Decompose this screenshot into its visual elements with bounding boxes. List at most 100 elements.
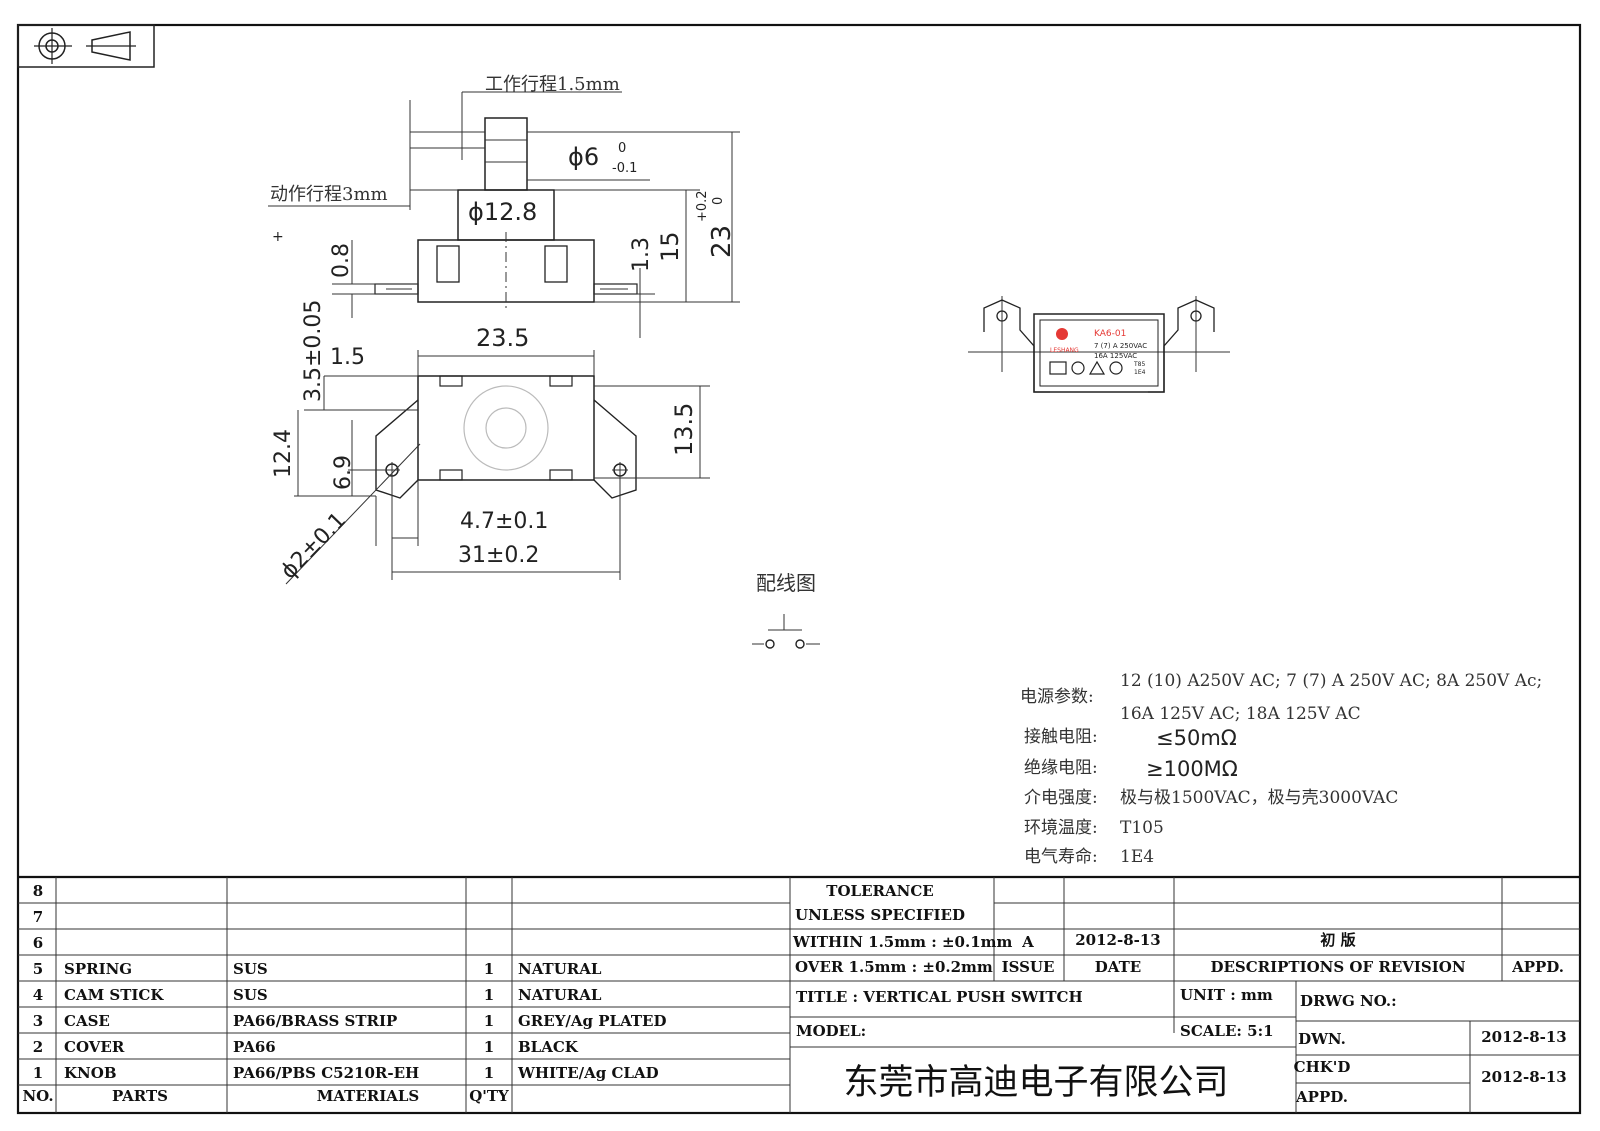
dim-23-5: 23.5 bbox=[476, 324, 529, 352]
projection-symbol-icon bbox=[17, 24, 155, 68]
bom-cell-part: SPRING bbox=[64, 960, 132, 978]
bom-cell-finish: WHITE/Ag CLAD bbox=[517, 1064, 659, 1082]
label-model: KA6-01 bbox=[1094, 329, 1126, 339]
bom-cell-no: 3 bbox=[33, 1012, 43, 1030]
bom-cell-no: 5 bbox=[33, 960, 43, 978]
model-label: MODEL: bbox=[796, 1022, 866, 1040]
bom-header-parts: PARTS bbox=[112, 1087, 168, 1105]
tolerance-subtitle: UNLESS SPECIFIED bbox=[795, 906, 965, 924]
dim-12-4: 12.4 bbox=[271, 429, 296, 478]
sheet-border bbox=[16, 23, 1582, 1115]
label-rating1: 7 (7) A 250VAC bbox=[1094, 342, 1147, 350]
bom-row: 6 bbox=[33, 934, 43, 952]
label-rating4: 1E4 bbox=[1134, 369, 1146, 376]
dim-phi6-tol-up: 0 bbox=[618, 141, 626, 156]
tolerance-within: WITHIN 1.5mm : ±0.1mm bbox=[792, 933, 1013, 951]
bom-cell-finish: BLACK bbox=[518, 1038, 579, 1056]
bom-cell-qty: 1 bbox=[484, 1064, 494, 1082]
specifications: 电源参数: 12 (10) A250V AC; 7 (7) A 250V AC;… bbox=[1020, 671, 1542, 867]
bom-cell-material: PA66/BRASS STRIP bbox=[233, 1012, 397, 1030]
dim-23-tol-up: +0.2 bbox=[695, 190, 710, 222]
checked-date: 2012-8-13 bbox=[1481, 1068, 1567, 1086]
bom-cell-qty: 1 bbox=[484, 986, 494, 1004]
bom-row: 5 SPRING SUS 1 NATURAL bbox=[33, 960, 602, 978]
drawing-title: TITLE : VERTICAL PUSH SWITCH bbox=[796, 988, 1083, 1006]
bom-cell-material: PA66 bbox=[233, 1038, 276, 1056]
bom-cell-finish: NATURAL bbox=[518, 960, 602, 978]
spec-power-label: 电源参数: bbox=[1020, 687, 1094, 707]
dim-1-3: 1.3 bbox=[629, 237, 654, 272]
dim-13-5: 13.5 bbox=[670, 403, 698, 456]
spec-temp-value: T105 bbox=[1120, 818, 1164, 838]
spec-temp-label: 环境温度: bbox=[1024, 818, 1098, 838]
revision-description-value: 初 版 bbox=[1320, 931, 1355, 949]
bom-cell-finish: GREY/Ag PLATED bbox=[518, 1012, 667, 1030]
checked-by-label: CHK'D bbox=[1294, 1058, 1351, 1076]
spec-insulation-value: ≥100MΩ bbox=[1146, 757, 1238, 781]
spec-life-label: 电气寿命: bbox=[1024, 847, 1098, 867]
label-rating2: 16A 125VAC bbox=[1094, 352, 1137, 360]
bom-cell-no: 4 bbox=[33, 986, 43, 1004]
bom-cell-part: KNOB bbox=[64, 1064, 117, 1082]
company-name: 东莞市高迪电子有限公司 bbox=[843, 1063, 1228, 1103]
bom-header-no: NO. bbox=[22, 1087, 53, 1105]
bom-row: 7 bbox=[33, 908, 43, 926]
dim-phi6-tol-dn: -0.1 bbox=[612, 161, 637, 176]
spec-insulation-label: 绝缘电阻: bbox=[1024, 758, 1098, 778]
bottom-view bbox=[285, 350, 710, 585]
dim-phi2: ϕ2±0.1 bbox=[276, 508, 351, 584]
bom-cell-finish: NATURAL bbox=[518, 986, 602, 1004]
tolerance-title: TOLERANCE bbox=[826, 882, 933, 900]
dim-1-5: 1.5 bbox=[330, 345, 365, 370]
dim-23-tol-dn: 0 bbox=[711, 197, 726, 205]
appd-header-label: APPD. bbox=[1511, 958, 1564, 976]
certification-marks-icon bbox=[1049, 360, 1123, 375]
bom-row: 3 CASE PA66/BRASS STRIP 1 GREY/Ag PLATED bbox=[33, 1012, 667, 1030]
label-brand: LESHANG bbox=[1050, 347, 1079, 354]
bom-cell-no: 2 bbox=[33, 1038, 43, 1056]
bom-cell-qty: 1 bbox=[484, 960, 494, 978]
datum-mark: + bbox=[272, 229, 284, 245]
top-view: LESHANG KA6-01 7 (7) A 250VAC 16A 125VAC… bbox=[968, 296, 1230, 393]
wiring-diagram: 配线图 bbox=[752, 571, 820, 649]
brand-logo-icon bbox=[1056, 328, 1068, 340]
stroke-work-label: 工作行程1.5mm bbox=[485, 74, 620, 95]
bom-cell-material: PA66/PBS C5210R-EH bbox=[233, 1064, 419, 1082]
dim-3-5: 3.5±0.05 bbox=[301, 300, 326, 402]
bom-cell-material: SUS bbox=[233, 986, 268, 1004]
spec-contact-value: ≤50mΩ bbox=[1156, 726, 1237, 750]
bom-cell-no: 6 bbox=[33, 934, 43, 952]
bom-table: NO. PARTS MATERIALS Q'TY bbox=[18, 875, 1580, 1113]
tolerance-over: OVER 1.5mm : ±0.2mm bbox=[795, 958, 993, 976]
spec-contact-label: 接触电阻: bbox=[1024, 727, 1098, 747]
bom-cell-qty: 1 bbox=[484, 1012, 494, 1030]
bom-cell-part: CASE bbox=[64, 1012, 110, 1030]
bom-cell-part: CAM STICK bbox=[64, 986, 164, 1004]
spec-power-line1: 12 (10) A250V AC; 7 (7) A 250V AC; 8A 25… bbox=[1120, 671, 1542, 691]
bom-row: 4 CAM STICK SUS 1 NATURAL bbox=[33, 986, 602, 1004]
bom-cell-material: SUS bbox=[233, 960, 268, 978]
spec-life-value: 1E4 bbox=[1120, 847, 1154, 867]
dim-0-8: 0.8 bbox=[329, 243, 354, 278]
scale-label: SCALE: 5:1 bbox=[1180, 1022, 1274, 1040]
dim-4-7: 4.7±0.1 bbox=[460, 509, 548, 534]
dim-23: 23 bbox=[707, 225, 737, 258]
bom-cell-no: 7 bbox=[33, 908, 43, 926]
spec-power-line2: 16A 125V AC; 18A 125V AC bbox=[1120, 704, 1361, 724]
bom-cell-qty: 1 bbox=[484, 1038, 494, 1056]
dim-31: 31±0.2 bbox=[458, 543, 539, 568]
label-rating3: T85 bbox=[1133, 361, 1145, 368]
bom-cell-no: 1 bbox=[33, 1064, 43, 1082]
bom-row: 1 KNOB PA66/PBS C5210R-EH 1 WHITE/Ag CLAD bbox=[33, 1064, 659, 1082]
approved-by-label: APPD. bbox=[1295, 1088, 1348, 1106]
descriptions-label: DESCRIPTIONS OF REVISION bbox=[1210, 958, 1465, 976]
drawing-number-label: DRWG NO.: bbox=[1300, 992, 1397, 1010]
dim-phi6: ϕ6 bbox=[568, 143, 599, 171]
stroke-action-label: 动作行程3mm bbox=[270, 184, 388, 205]
dim-phi12-8: ϕ12.8 bbox=[468, 198, 537, 226]
bom-header-qty: Q'TY bbox=[469, 1087, 509, 1105]
wiring-label: 配线图 bbox=[756, 571, 816, 595]
spec-dielectric-label: 介电强度: bbox=[1024, 788, 1098, 808]
dim-15: 15 bbox=[656, 231, 684, 262]
